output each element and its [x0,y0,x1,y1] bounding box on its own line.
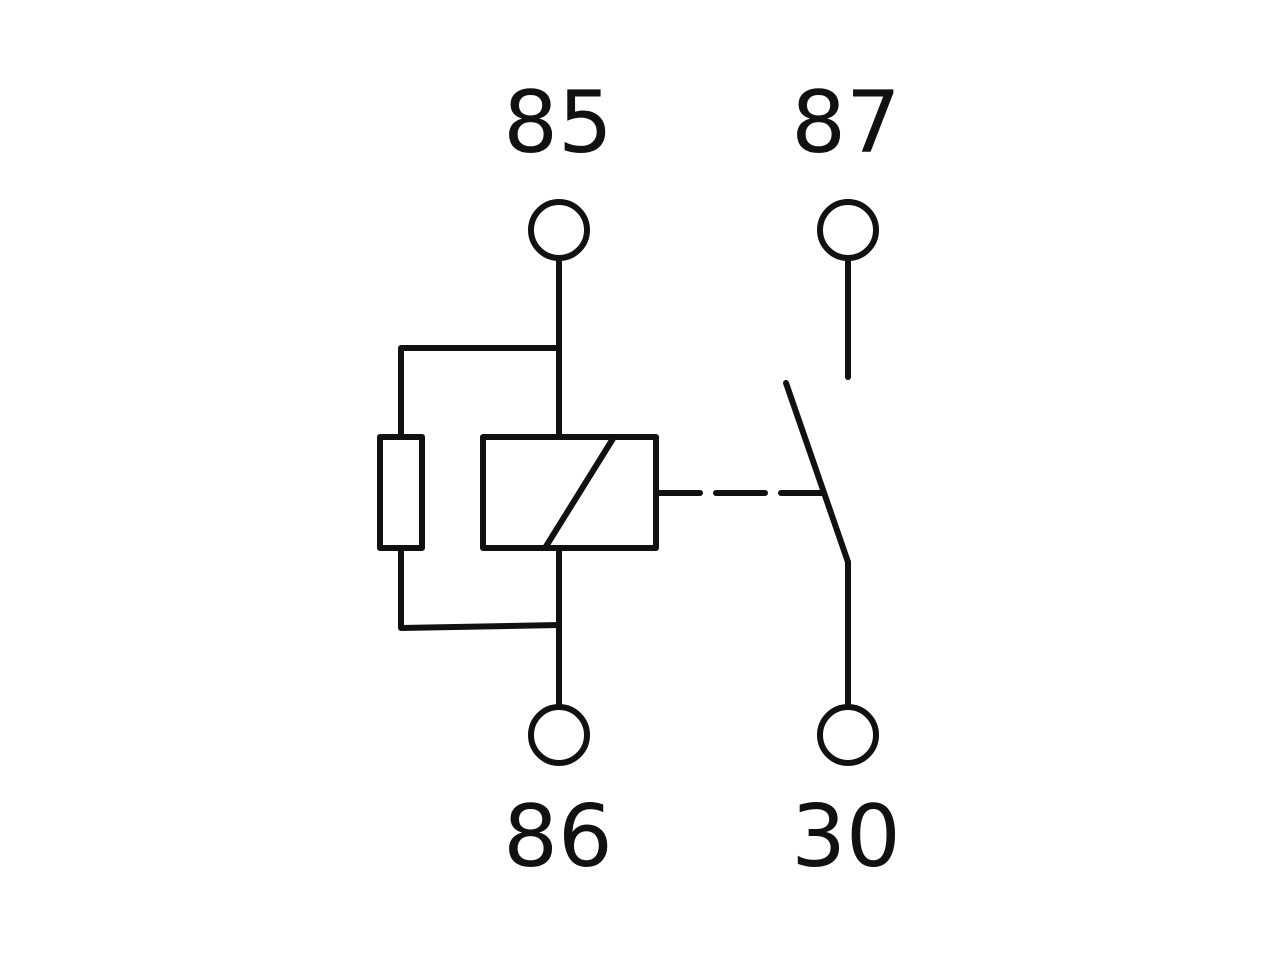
relay-coil-slash [542,434,617,551]
relay-coil [480,434,659,551]
pin-30-label: 30 [791,787,900,887]
wire-resistor-bottom [398,545,562,631]
suppression-resistor [377,434,425,551]
terminal-85 [528,199,590,261]
wire-resistor-top [398,345,562,440]
pin-86-label: 86 [503,787,612,887]
terminal-86 [528,704,590,766]
switch-arm [783,380,851,565]
terminal-30 [817,704,879,766]
terminal-87 [817,199,879,261]
pin-85-label: 85 [503,73,612,173]
pin-87-label: 87 [791,73,900,173]
